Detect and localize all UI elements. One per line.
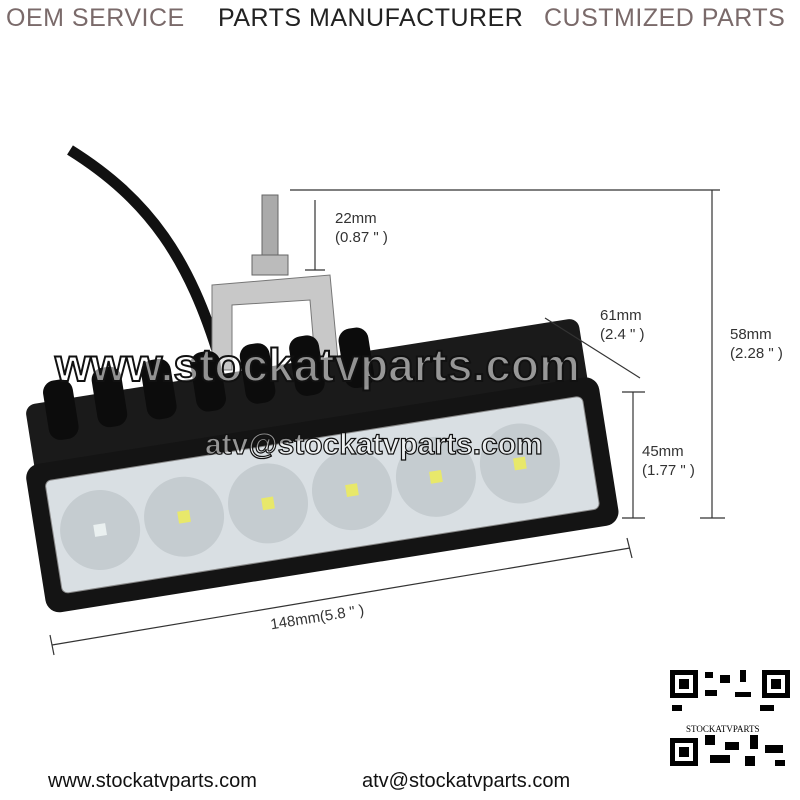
watermark-site: www.stockatvparts.com [54,338,581,392]
qr-label: STOCKATVPARTS [684,724,762,734]
dim-bolt-mm: 22mm [335,210,377,227]
dim-face-height: 45mm (1.77 " ) [642,442,695,480]
dim-depth-mm: 61mm [600,307,642,324]
footer-email: atv@stockatvparts.com [362,770,571,792]
dim-total-height-in: (2.28 " ) [730,345,783,362]
dim-bolt-in: (0.87 " ) [335,229,388,246]
qr-code [668,668,794,768]
led-row [60,423,560,571]
power-cable [67,145,226,362]
footer-site: www.stockatvparts.com [48,770,257,792]
housing [26,319,619,613]
dimension-lines [49,189,725,656]
dim-bolt: 22mm (0.87 " ) [335,209,388,247]
dim-face-height-mm: 45mm [642,443,684,460]
dim-total-height: 58mm (2.28 " ) [730,325,783,363]
dim-depth: 61mm (2.4 " ) [600,306,645,344]
dim-face-height-in: (1.77 " ) [642,462,695,479]
dim-depth-in: (2.4 " ) [600,326,645,343]
dim-total-height-mm: 58mm [730,326,772,343]
watermark-email: atv@stockatvparts.com [204,427,543,461]
header-parts-manufacturer: PARTS MANUFACTURER [218,4,524,32]
header-oem-service: OEM SERVICE [6,4,185,32]
header-customized-parts: CUSTMIZED PARTS [544,4,786,32]
nut [251,254,289,276]
